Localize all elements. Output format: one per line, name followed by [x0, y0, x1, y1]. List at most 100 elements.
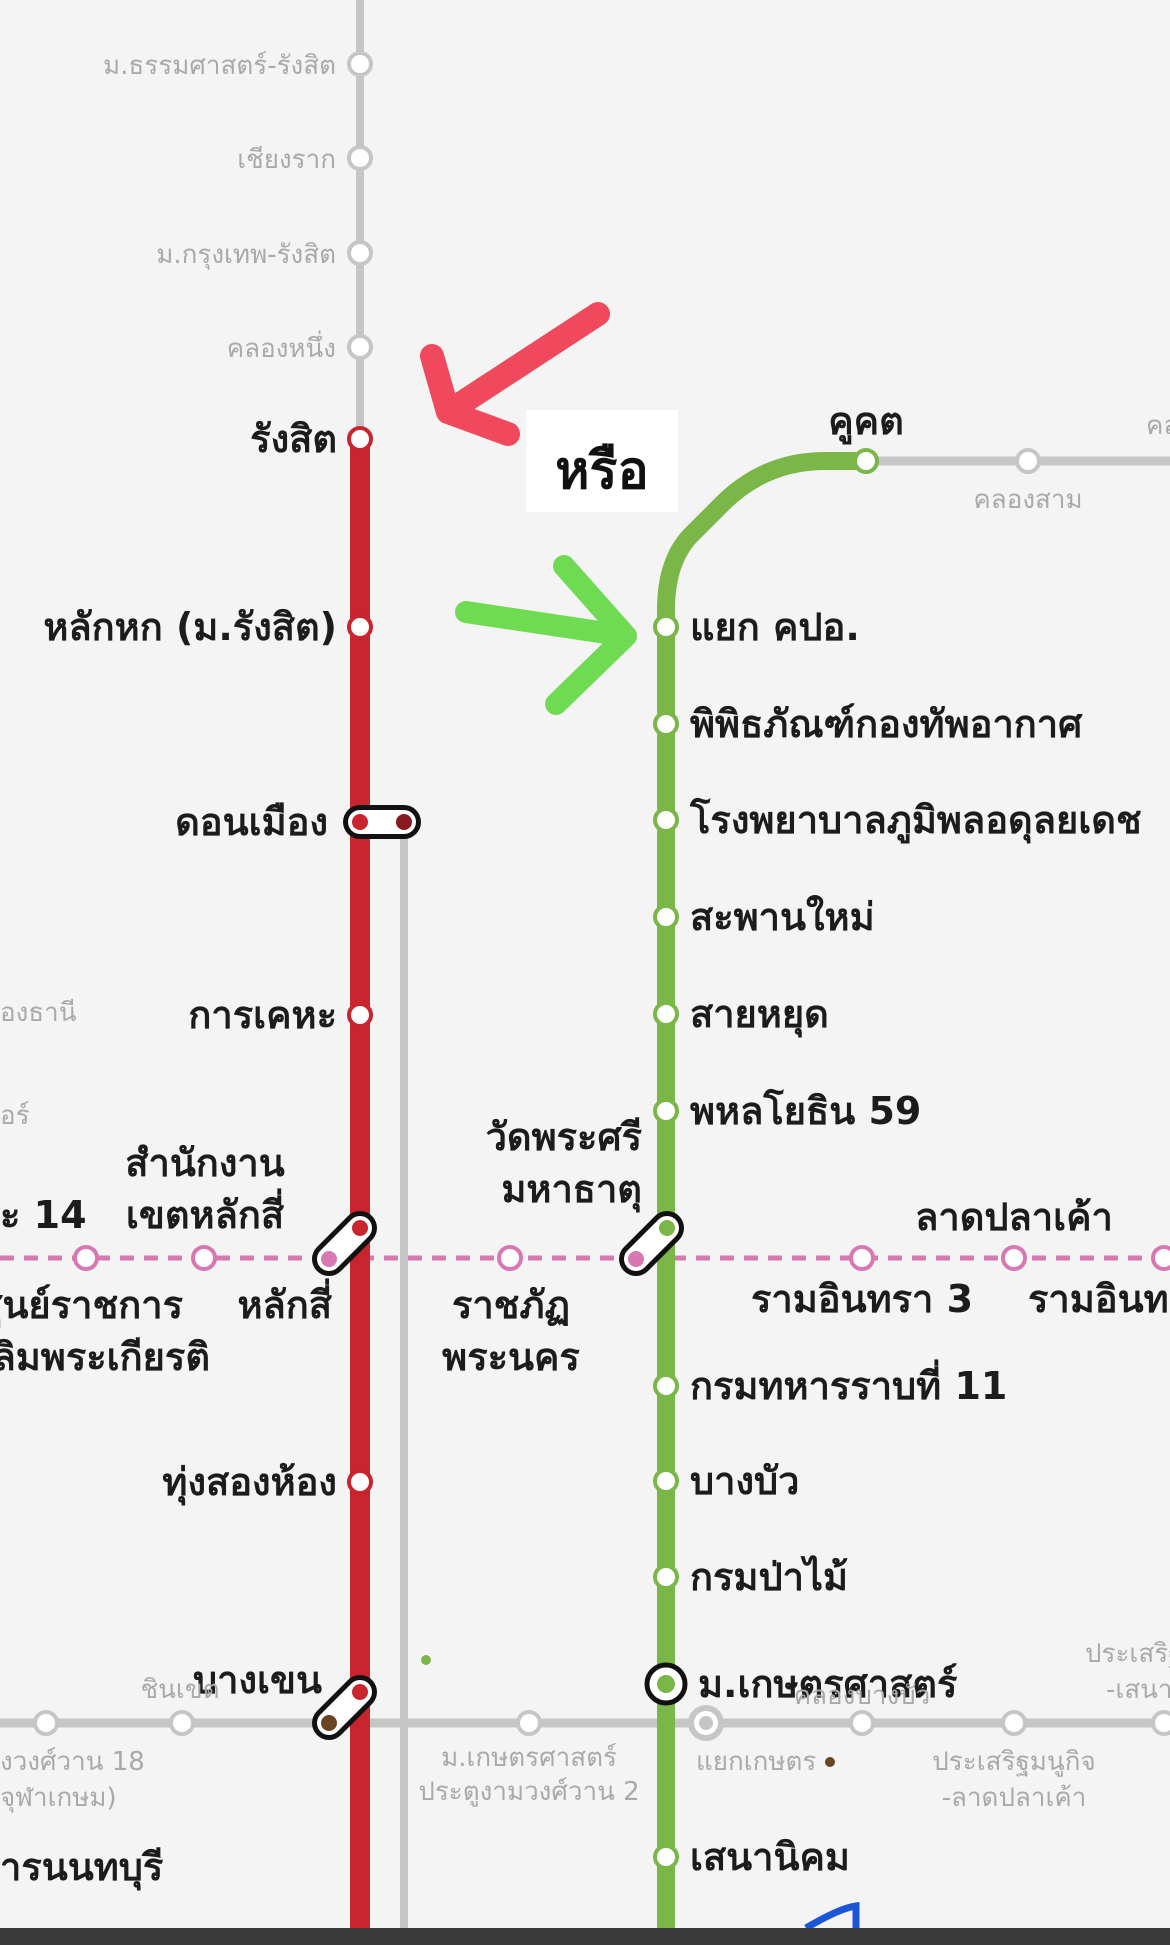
station-label-line2: เขตหลักสี่ [126, 1188, 285, 1237]
station-label: อร์ [0, 1101, 30, 1131]
station-label: สะพานใหม่ [690, 895, 875, 939]
station-thammasat-rangsit[interactable]: ม.ธรรมศาสตร์-รังสิต [103, 51, 373, 81]
station-chaeng-watthana-14[interactable]: ะ 14 [0, 1193, 87, 1237]
blue-partial-icon [804, 1902, 860, 1932]
station-bang-bua[interactable]: บางบัว [653, 1459, 799, 1503]
station-sai-yut[interactable]: สายหยุด [653, 992, 829, 1038]
station-bangkok-uni-rangsit[interactable]: ม.กรุงเทพ-รังสิต [156, 240, 373, 270]
station-khlong-sam[interactable]: คลองสาม [973, 448, 1083, 515]
station-saphan-mai[interactable]: สะพานใหม่ [653, 895, 875, 939]
station-khlong-nueng[interactable]: คลองหนึ่ง [227, 330, 373, 364]
station-left-edge-2[interactable]: อร์ [0, 1101, 30, 1131]
station-phahon-yothin-59[interactable]: พหลโยธิน 59 [653, 1088, 921, 1133]
station-prasert-manukitch-lat-pla-khao[interactable]: ประเสริฐมนูกิจ -ลาดปลาเค้า [932, 1710, 1096, 1813]
station-label: สายหยุด [690, 992, 829, 1038]
station-lat-pla-khao[interactable]: ลาดปลาเค้า [915, 1195, 1113, 1271]
station-label: กรมทหารราบที่ 11 [690, 1359, 1007, 1408]
station-label-line1: ม.เกษตรศาสตร์ [441, 1743, 617, 1773]
station-royal-forest-dept[interactable]: กรมป่าไม้ [653, 1555, 848, 1599]
station-ngam-wong-wan-18[interactable]: งวงศ์วาน 18 จุฬาเกษม) [0, 1710, 145, 1813]
station-ram-inthra[interactable]: รามอินท [1028, 1245, 1170, 1321]
station-label-line1: ราชภัฏ [452, 1283, 570, 1327]
station-label: แยก คปอ. [690, 605, 860, 649]
station-sena-nikhom[interactable]: เสนานิคม [653, 1835, 850, 1879]
station-label: หลักสี่ [237, 1278, 332, 1327]
station-label-line2: จุฬาเกษม) [0, 1783, 117, 1813]
station-ram-inthra-3[interactable]: รามอินทรา 3 [751, 1245, 973, 1321]
station-kasetsart-uni[interactable]: ม.เกษตรศาสตร์ [644, 1662, 958, 1706]
station-label: รามอินทรา 3 [751, 1277, 973, 1321]
station-bang-khen[interactable]: บางเขน [193, 1658, 377, 1740]
station-label-line1: สำนักงาน [125, 1141, 284, 1185]
station-label: แยกเกษตร [696, 1747, 816, 1777]
station-label-line2: พระนคร [442, 1335, 580, 1379]
small-marker-icon [421, 1655, 431, 1665]
station-lak-hok[interactable]: หลักหก (ม.รังสิต) [43, 605, 373, 649]
green-arrow-icon [455, 555, 637, 715]
station-label: องธานี [0, 998, 77, 1028]
station-khlong-bang-bua[interactable]: คลองบางบัว [794, 1681, 931, 1711]
station-chiang-rak[interactable]: เชียงราก [237, 145, 373, 175]
station-yaek-kor-por-aor[interactable]: แยก คปอ. [653, 605, 860, 649]
bottom-bar [0, 1928, 1170, 1945]
station-label: บางบัว [690, 1459, 799, 1503]
station-brown-extra[interactable] [849, 1710, 875, 1736]
station-label: คลองบางบัว [794, 1681, 931, 1711]
station-don-mueang[interactable]: ดอนเมือง [175, 800, 421, 844]
station-label: ลาดปลาเค้า [915, 1195, 1113, 1239]
station-label: ทุ่งสองห้อง [162, 1460, 337, 1506]
station-label-line1: ประเสริฐ [1085, 1639, 1170, 1669]
station-label-line2: -เสนา [1106, 1675, 1170, 1705]
station-label: คูคต [828, 399, 904, 445]
or-label: หรือ [555, 441, 648, 501]
station-label: ม.ธรรมศาสตร์-รังสิต [103, 51, 336, 81]
station-label: ม.เกษตรศาสตร์ [698, 1662, 958, 1706]
station-yaek-kaset[interactable]: แยกเกษตร [688, 1705, 835, 1777]
station-label: ดอนเมือง [175, 800, 328, 844]
station-thung-song-hong[interactable]: ทุ่งสองห้อง [162, 1460, 373, 1506]
red-arrow-icon [420, 302, 610, 446]
station-lak-si[interactable]: หลักสี่ [237, 1211, 377, 1327]
station-11th-infantry[interactable]: กรมทหารราบที่ 11 [653, 1359, 1007, 1408]
station-label: โรงพยาบาลภูมิพลอดุลยเดช [689, 797, 1142, 844]
station-govt-complex[interactable]: ศูนย์ราชการ ฉลิมพระเกียรติ [0, 1245, 210, 1379]
station-prasert-sena[interactable]: ประเสริฐ -เสนา [1085, 1639, 1170, 1736]
station-label: การเคหะ [188, 993, 337, 1037]
station-label-line2: -ลาดปลาเค้า [942, 1783, 1087, 1813]
station-rajabhat-phranakhon[interactable]: ราชภัฏ พระนคร [442, 1245, 580, 1379]
station-kan-kheha[interactable]: การเคหะ [188, 993, 373, 1037]
station-label: คล [1146, 411, 1170, 441]
station-label: ะ 14 [0, 1193, 87, 1237]
station-label: ารนนทบุรี [0, 1845, 164, 1891]
station-label: กรมป่าไม้ [690, 1555, 848, 1599]
station-label: คลองสาม [973, 485, 1082, 515]
station-label-line1: ประเสริฐมนูกิจ [932, 1747, 1095, 1777]
station-label: เชียงราก [237, 145, 336, 175]
station-nonthaburi-partial[interactable]: ารนนทบุรี [0, 1845, 164, 1891]
station-label: คลองหนึ่ง [227, 330, 336, 364]
station-khlong-partial[interactable]: คล [1146, 411, 1170, 441]
station-label-line2: ฉลิมพระเกียรติ [0, 1335, 210, 1379]
station-label-line1: งวงศ์วาน 18 [0, 1747, 145, 1777]
station-label: พหลโยธิน 59 [690, 1088, 921, 1133]
station-left-edge-1[interactable]: องธานี [0, 998, 77, 1028]
station-label: ม.กรุงเทพ-รังสิต [156, 240, 336, 270]
station-bhumibol-hospital[interactable]: โรงพยาบาลภูมิพลอดุลยเดช [653, 797, 1142, 844]
station-label: หลักหก (ม.รังสิต) [43, 605, 337, 649]
station-rangsit[interactable]: รังสิต [250, 417, 373, 461]
station-label-line2: ประตูงามวงศ์วาน 2 [418, 1777, 639, 1807]
station-label-line1: วัดพระศรี [486, 1115, 643, 1159]
station-khu-khot[interactable]: คูคต [828, 399, 904, 474]
station-label: ชินเขต [141, 1675, 220, 1705]
station-lak-si-district-office[interactable]: สำนักงาน เขตหลักสี่ [125, 1141, 285, 1271]
station-air-force-museum[interactable]: พิพิธภัณฑ์กองทัพอากาศ [653, 702, 1083, 746]
or-label-box: หรือ [526, 410, 678, 512]
station-label: เสนานิคม [690, 1835, 850, 1879]
station-kasetsart-gate-2[interactable]: ม.เกษตรศาสตร์ ประตูงามวงศ์วาน 2 [418, 1710, 640, 1807]
station-label: รามอินท [1028, 1277, 1169, 1321]
station-label: รังสิต [250, 417, 337, 461]
station-label: บางเขน [193, 1658, 322, 1702]
station-chin-khet[interactable]: ชินเขต [141, 1675, 220, 1736]
station-wat-phra-si-mahathat[interactable]: วัดพระศรี มหาธาตุ [486, 1115, 684, 1276]
